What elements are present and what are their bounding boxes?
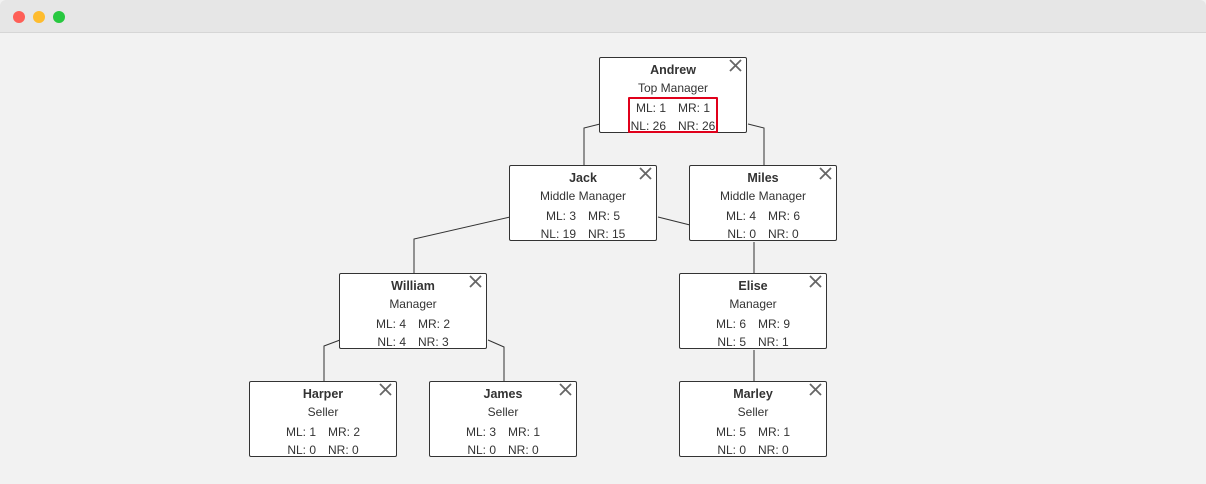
node-name: Elise <box>738 279 768 293</box>
node-stats: ML: 5 MR: 1 NL: 0 NR: 0 <box>708 421 798 457</box>
node-william[interactable]: William Manager ML: 4 MR: 2 NL: 4 NR: 3 <box>339 273 487 349</box>
close-icon[interactable] <box>728 58 743 73</box>
stat-nl: NL: 19 <box>540 227 576 241</box>
org-chart-canvas: Andrew Top Manager ML: 1 MR: 1 NL: 26 NR: … <box>0 42 1206 484</box>
close-icon[interactable] <box>558 382 573 397</box>
stat-mr: MR: 5 <box>588 209 621 223</box>
node-stats: ML: 4 MR: 6 NL: 0 NR: 0 <box>718 205 808 241</box>
node-role: Seller <box>307 405 339 419</box>
link-andrew-miles <box>747 123 765 165</box>
node-name: James <box>483 387 523 401</box>
node-stats: ML: 3 MR: 1 NL: 0 NR: 0 <box>458 421 548 457</box>
node-role: Seller <box>737 405 769 419</box>
stat-mr: MR: 1 <box>678 101 711 115</box>
node-james[interactable]: James Seller ML: 3 MR: 1 NL: 0 NR: 0 <box>429 381 577 457</box>
close-icon[interactable] <box>378 382 393 397</box>
close-icon[interactable] <box>818 166 833 181</box>
node-name: Jack <box>569 171 597 185</box>
stat-ml: ML: 3 <box>465 425 496 439</box>
node-role: Manager <box>389 297 437 311</box>
node-stats: ML: 6 MR: 9 NL: 5 NR: 1 <box>708 313 798 349</box>
stat-mr: MR: 1 <box>758 425 791 439</box>
stat-ml: ML: 6 <box>715 317 746 331</box>
stat-nr: NR: 0 <box>508 443 539 457</box>
stat-mr: MR: 9 <box>758 317 791 331</box>
stat-mr: MR: 1 <box>508 425 541 439</box>
link-jack-miles <box>657 216 691 226</box>
node-role: Top Manager <box>637 81 709 95</box>
link-jack-william <box>413 216 511 273</box>
stat-nr: NR: 26 <box>678 119 716 133</box>
node-elise[interactable]: Elise Manager ML: 6 MR: 9 NL: 5 NR: 1 <box>679 273 827 349</box>
stat-nr: NR: 1 <box>758 335 789 349</box>
stat-ml: ML: 5 <box>715 425 746 439</box>
node-name: Marley <box>733 387 773 401</box>
node-role: Manager <box>729 297 777 311</box>
stat-ml: ML: 3 <box>545 209 576 223</box>
window-maximize-button[interactable] <box>53 11 65 23</box>
node-role: Middle Manager <box>539 189 627 203</box>
node-harper[interactable]: Harper Seller ML: 1 MR: 2 NL: 0 NR: 0 <box>249 381 397 457</box>
stat-nl: NL: 5 <box>717 335 746 349</box>
stat-nl: NL: 0 <box>717 443 746 457</box>
node-role: Middle Manager <box>719 189 807 203</box>
stat-nr: NR: 0 <box>768 227 799 241</box>
stat-mr: MR: 2 <box>328 425 361 439</box>
node-name: William <box>391 279 435 293</box>
node-name: Harper <box>302 387 344 401</box>
node-role: Seller <box>487 405 519 419</box>
node-name: Miles <box>747 171 779 185</box>
window-titlebar <box>0 0 1206 33</box>
stat-nl: NL: 26 <box>630 119 666 133</box>
node-name: Andrew <box>650 63 696 77</box>
stat-mr: MR: 6 <box>768 209 801 223</box>
stat-ml: ML: 1 <box>635 101 666 115</box>
stat-nr: NR: 0 <box>328 443 359 457</box>
stat-nl: NL: 0 <box>467 443 496 457</box>
stat-ml: ML: 4 <box>375 317 406 331</box>
node-jack[interactable]: Jack Middle Manager ML: 3 MR: 5 NL: 19 NR:… <box>509 165 657 241</box>
window-minimize-button[interactable] <box>33 11 45 23</box>
node-stats: ML: 1 MR: 2 NL: 0 NR: 0 <box>278 421 368 457</box>
node-andrew[interactable]: Andrew Top Manager ML: 1 MR: 1 NL: 26 NR: … <box>599 57 747 133</box>
close-icon[interactable] <box>808 382 823 397</box>
connector-lines <box>323 123 765 381</box>
close-icon[interactable] <box>638 166 653 181</box>
node-stats: ML: 4 MR: 2 NL: 4 NR: 3 <box>368 313 458 349</box>
close-icon[interactable] <box>468 274 483 289</box>
node-stats: ML: 3 MR: 5 NL: 19 NR: 15 <box>538 205 628 241</box>
stat-nl: NL: 0 <box>287 443 316 457</box>
link-william-james <box>487 339 505 381</box>
node-marley[interactable]: Marley Seller ML: 5 MR: 1 NL: 0 NR: 0 <box>679 381 827 457</box>
window-close-button[interactable] <box>13 11 25 23</box>
link-william-harper <box>323 339 341 381</box>
node-miles[interactable]: Miles Middle Manager ML: 4 MR: 6 NL: 0 NR:… <box>689 165 837 241</box>
stat-nr: NR: 15 <box>588 227 626 241</box>
stat-nl: NL: 0 <box>727 227 756 241</box>
close-icon[interactable] <box>808 274 823 289</box>
stat-nr: NR: 3 <box>418 335 449 349</box>
stat-ml: ML: 4 <box>725 209 756 223</box>
stat-ml: ML: 1 <box>285 425 316 439</box>
stat-nr: NR: 0 <box>758 443 789 457</box>
link-andrew-jack <box>583 123 601 165</box>
stat-mr: MR: 2 <box>418 317 451 331</box>
node-stats-highlighted: ML: 1 MR: 1 NL: 26 NR: 26 <box>628 97 718 133</box>
stat-nl: NL: 4 <box>377 335 406 349</box>
